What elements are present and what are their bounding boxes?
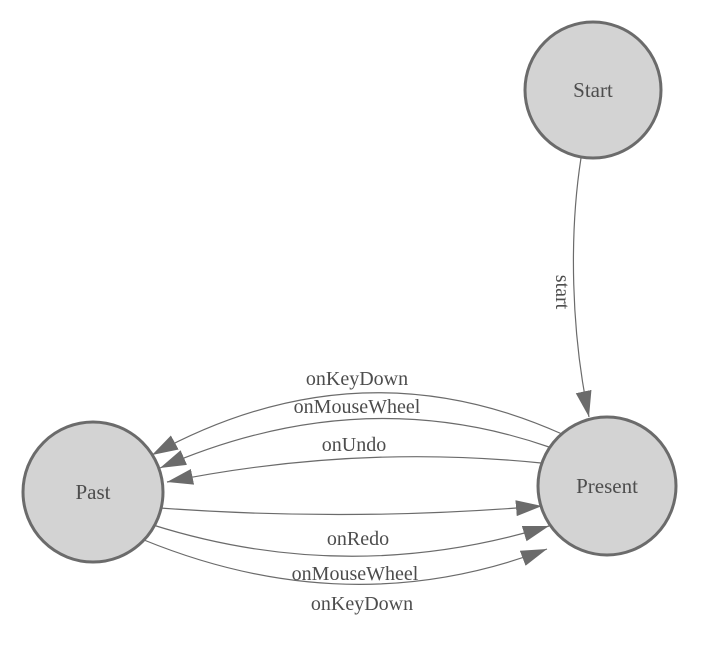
start-node-circle: [523, 20, 663, 160]
start-node-label: Start: [573, 78, 613, 102]
edge-label-start: start: [551, 275, 573, 310]
present-node-label: Present: [576, 474, 638, 498]
edge-label-onredo: onRedo: [327, 528, 389, 550]
state-node-start: Start: [523, 20, 663, 160]
edge-label-onmousewheel-top: onMouseWheel: [294, 396, 421, 418]
edge-label-onkeydown-top: onKeyDown: [306, 368, 408, 390]
present-node-circle: [536, 415, 678, 557]
edge-present-to-past-onundo: [166, 456, 542, 485]
past-node-circle: [21, 420, 165, 564]
edge-present-to-past-onkeydown: [151, 392, 563, 456]
edge-group: [143, 157, 592, 585]
state-node-present: Present: [536, 415, 678, 557]
edge-past-to-present-onkeydown: [143, 539, 548, 585]
edge-label-onmousewheel-bottom: onMouseWheel: [292, 563, 419, 585]
edge-label-group: start onKeyDown onMouseWheel onUndo onRe…: [292, 275, 573, 615]
edge-start-to-present: [572, 157, 592, 418]
edge-past-to-present-onredo: [159, 500, 543, 517]
edge-label-onundo: onUndo: [322, 434, 386, 456]
state-node-past: Past: [21, 420, 165, 564]
edge-present-to-past-onmousewheel: [159, 417, 550, 469]
node-group: Start Present Past: [21, 20, 678, 564]
edge-past-to-present-onmousewheel: [152, 524, 550, 557]
edge-label-onkeydown-bottom: onKeyDown: [311, 593, 413, 615]
past-node-label: Past: [75, 480, 110, 504]
